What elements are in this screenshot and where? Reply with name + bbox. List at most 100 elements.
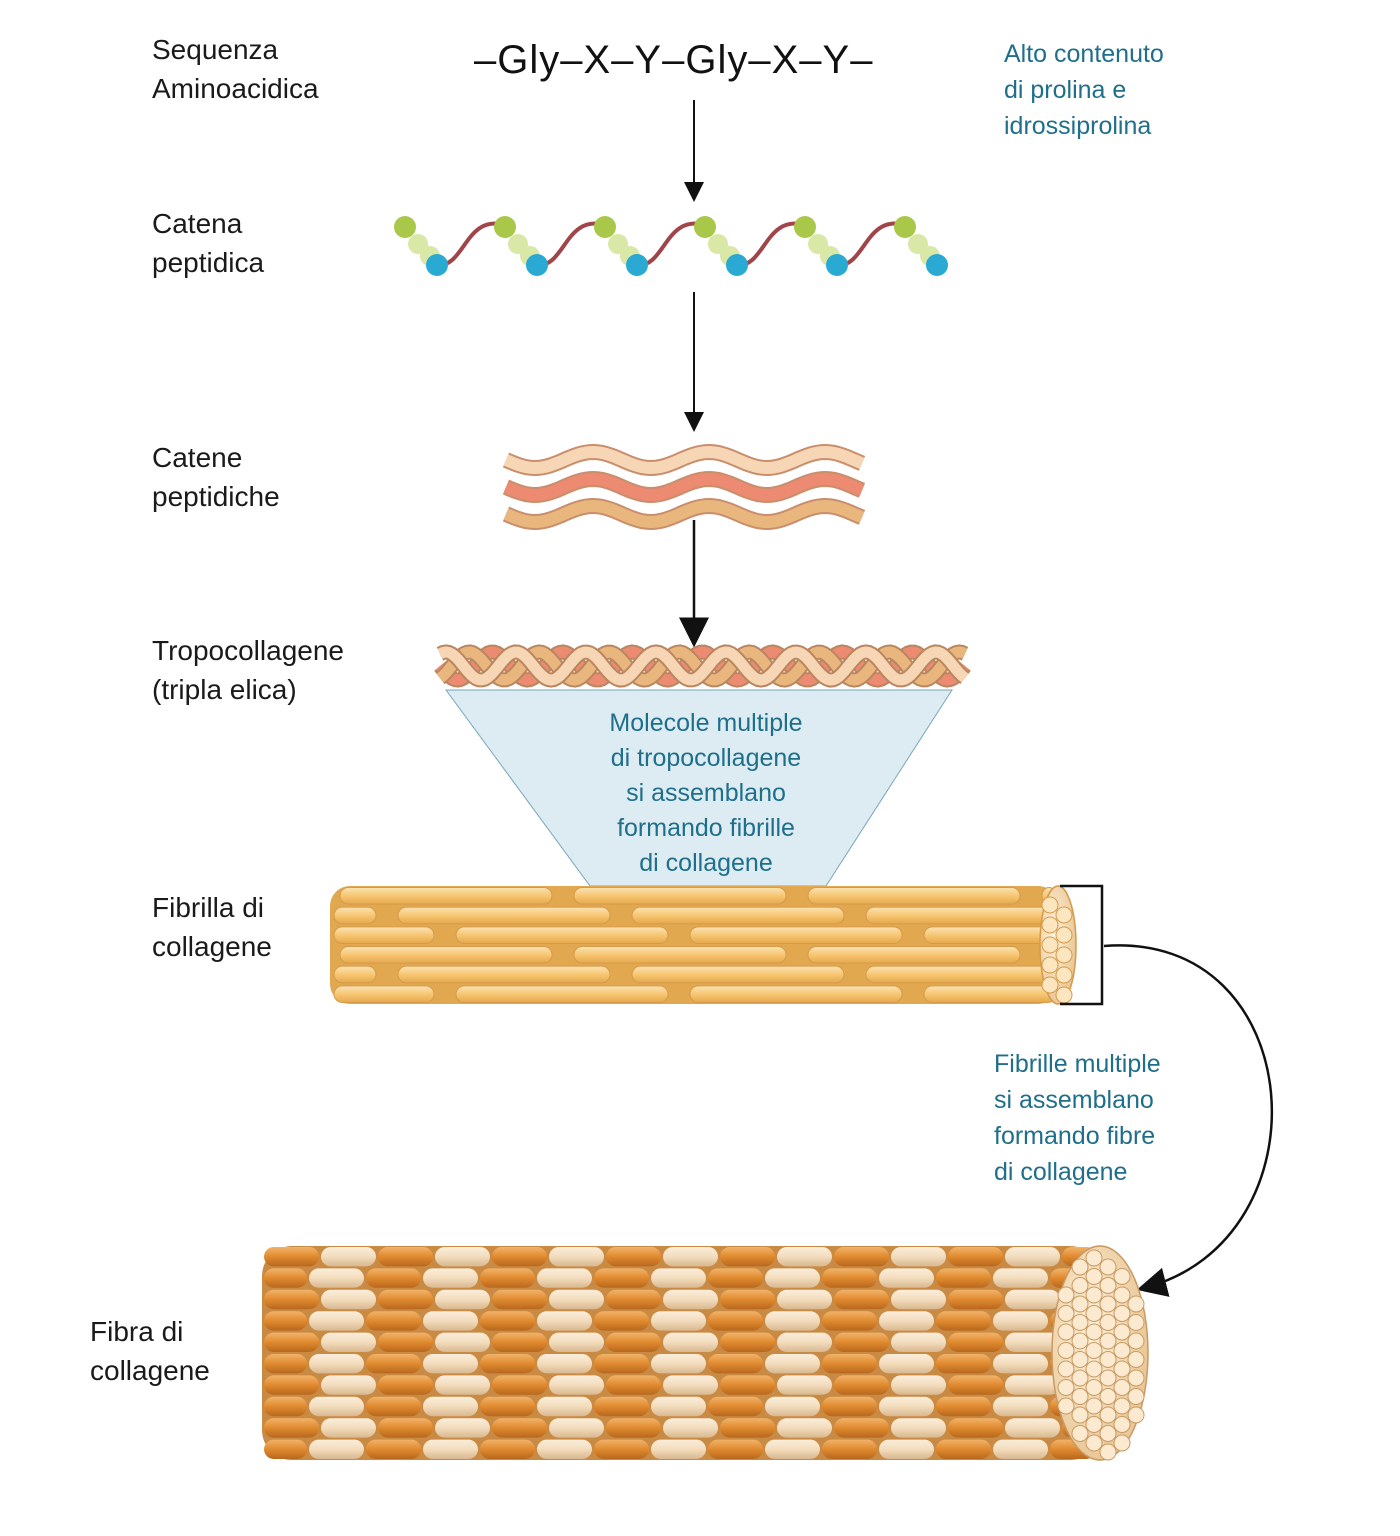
- fiber-end-fibril: [1127, 1351, 1145, 1368]
- fiber-end-fibril: [1057, 1286, 1075, 1304]
- fibril-segment: [948, 1375, 1003, 1395]
- fibril-segment: [708, 1311, 763, 1331]
- fibril-segment: [309, 1354, 364, 1374]
- triple-helix: [434, 644, 971, 688]
- fiber-end-fibril: [1071, 1258, 1089, 1276]
- fiber-end-fibril: [1085, 1286, 1103, 1304]
- fibril-segment: [834, 1289, 889, 1310]
- fibril-segment: [822, 1396, 877, 1417]
- fibril-segment: [720, 1418, 775, 1438]
- tropocollagen-molecule: [397, 906, 611, 925]
- fibril-segment: [936, 1396, 991, 1417]
- fibril-segment: [708, 1354, 763, 1374]
- fibril-segment: [777, 1289, 832, 1310]
- fibril-segment: [765, 1268, 820, 1288]
- fiber-end-fibril: [1071, 1277, 1089, 1294]
- bead-glycine: [694, 216, 716, 238]
- tropocollagen-molecule: [339, 946, 553, 964]
- fibril-end-molecule: [1041, 956, 1059, 974]
- fiber-end-fibril: [1113, 1286, 1131, 1304]
- fibril-segment: [936, 1439, 991, 1459]
- fibril-segment: [537, 1268, 592, 1288]
- fibril-segment: [366, 1268, 421, 1288]
- fibril-segment: [366, 1439, 421, 1459]
- fiber-end-fibril: [1099, 1406, 1117, 1424]
- fibril-segment: [891, 1418, 946, 1438]
- fiber-end-fibril: [1071, 1369, 1089, 1387]
- fibril-segment: [720, 1247, 775, 1267]
- fibril-segment: [492, 1289, 547, 1310]
- note-proline: Alto contenuto di prolina e idrossiproli…: [1004, 40, 1164, 140]
- fibril-segment: [993, 1354, 1048, 1374]
- fibril-segment: [834, 1375, 889, 1395]
- fibril-segment: [378, 1332, 433, 1352]
- fiber-end-fibril: [1099, 1258, 1117, 1276]
- fibril-segment: [264, 1332, 319, 1352]
- fibril-segment: [264, 1247, 319, 1267]
- tropocollagen-molecule: [333, 906, 377, 925]
- fibril-segment: [423, 1311, 478, 1331]
- fibril-segment: [366, 1311, 421, 1331]
- fiber-end-fibril: [1127, 1406, 1145, 1424]
- fibril-segment: [480, 1268, 535, 1288]
- fibril-segment: [948, 1289, 1003, 1310]
- fibril-segment: [423, 1268, 478, 1288]
- fibril-segment: [879, 1439, 934, 1459]
- fiber-end-fibril: [1085, 1360, 1103, 1378]
- fibril-segment: [879, 1268, 934, 1288]
- fiber-end-fibril: [1071, 1351, 1089, 1368]
- fibril-segment: [936, 1311, 991, 1331]
- fibril-segment: [492, 1332, 547, 1352]
- fibril-segment: [492, 1418, 547, 1438]
- fiber-end-fibril: [1127, 1314, 1145, 1331]
- fiber-end-fibril: [1071, 1388, 1089, 1405]
- fiber-end-fibril: [1113, 1305, 1131, 1322]
- fiber-end-fibril: [1113, 1360, 1131, 1378]
- fibril-segment: [651, 1311, 706, 1331]
- fibril-segment: [321, 1247, 376, 1267]
- fibril-segment: [1005, 1418, 1060, 1438]
- fibril-segment: [321, 1418, 376, 1438]
- fibril-bracket: [1060, 884, 1104, 1006]
- fibril-segment: [663, 1375, 718, 1395]
- fiber-end-fibril: [1085, 1249, 1103, 1267]
- fiber-end-fibril: [1099, 1314, 1117, 1331]
- fibril-segment: [378, 1375, 433, 1395]
- fibril-segment: [651, 1439, 706, 1459]
- fibril-segment: [993, 1311, 1048, 1331]
- bead-y: [926, 254, 948, 276]
- tropocollagen-molecule: [631, 906, 845, 925]
- fiber-end-fibril: [1127, 1388, 1145, 1405]
- fibril-segment: [993, 1396, 1048, 1417]
- tropocollagen-molecule: [865, 906, 1057, 925]
- fibril-segment: [606, 1375, 661, 1395]
- fibril-segment: [435, 1418, 490, 1438]
- fibril-segment: [993, 1439, 1048, 1459]
- fiber-end-fibril: [1113, 1434, 1131, 1452]
- fibril-segment: [822, 1268, 877, 1288]
- fibril-segment: [594, 1268, 649, 1288]
- bead-glycine: [594, 216, 616, 238]
- fibril-segment: [891, 1375, 946, 1395]
- fibril-segment: [993, 1268, 1048, 1288]
- fibril-segment: [309, 1268, 364, 1288]
- fibril-segment: [765, 1354, 820, 1374]
- fiber-end-fibril: [1085, 1379, 1103, 1396]
- fibril-segment: [480, 1311, 535, 1331]
- fibril-segment: [948, 1332, 1003, 1352]
- fibril-segment: [366, 1354, 421, 1374]
- fiber-end-fibril: [1099, 1277, 1117, 1294]
- fibril-segment: [264, 1354, 307, 1374]
- fibril-segment: [765, 1439, 820, 1459]
- fibril-segment: [1005, 1289, 1060, 1310]
- fiber-end-fibril: [1071, 1425, 1089, 1442]
- fiber-end-fibril: [1113, 1323, 1131, 1341]
- bead-y: [426, 254, 448, 276]
- fibril-segment: [663, 1247, 718, 1267]
- fibril-end-molecule: [1041, 936, 1059, 954]
- fibril-segment: [777, 1247, 832, 1267]
- fibril-segment: [936, 1354, 991, 1374]
- arrow-fibril-to-fiber: [1103, 944, 1273, 1297]
- fibril-segment: [948, 1418, 1003, 1438]
- fibril-segment: [537, 1396, 592, 1417]
